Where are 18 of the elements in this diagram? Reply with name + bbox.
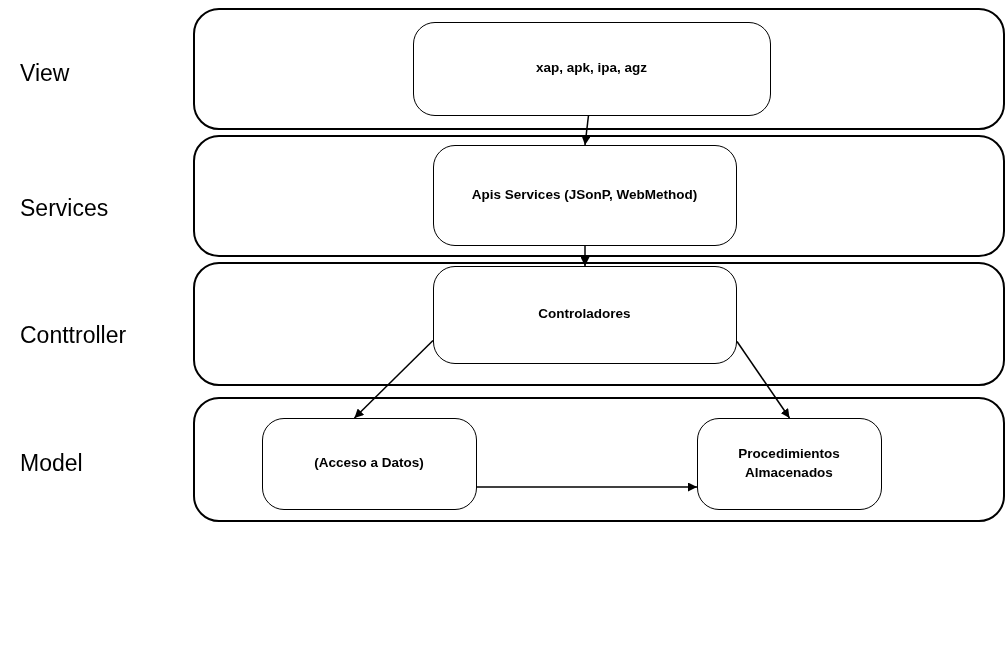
arrow [581,115,591,146]
arrow [353,339,434,419]
layer-band [193,397,1005,522]
process-box: xap, apk, ipa, agz [412,21,771,116]
layer-label: Conttroller [20,322,127,349]
process-box: Controladores [432,265,737,364]
process-box: Apis Services (JSonP, WebMethod) [432,144,737,246]
layer-band [193,8,1005,130]
arrow [736,340,791,419]
layer-band [193,135,1005,257]
layer-label: Services [20,195,109,222]
layer-label: View [20,60,70,87]
layer-label: Model [20,450,83,477]
arrow [580,245,590,267]
process-box: (Acceso a Datos) [261,417,477,510]
arrow [476,482,698,492]
process-box: Procedimientos Almacenados [696,417,882,510]
layer-band [193,262,1005,386]
